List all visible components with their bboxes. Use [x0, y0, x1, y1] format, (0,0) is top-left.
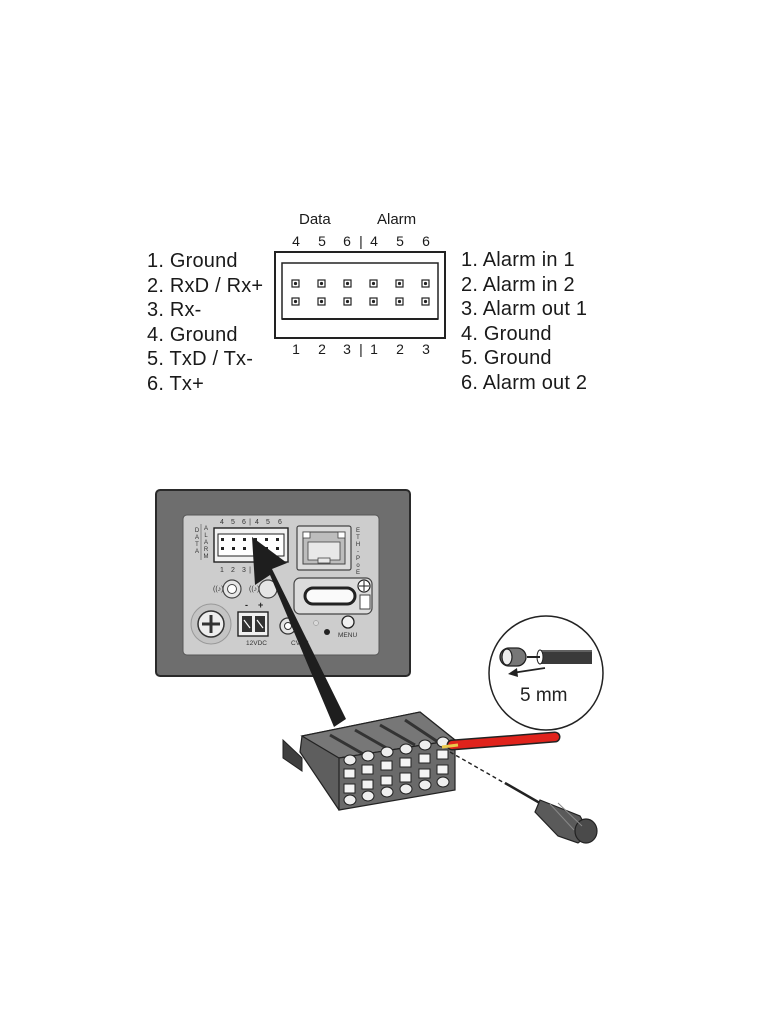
sd-card-slot [293, 577, 373, 615]
bottom-pin-number: 1 [292, 341, 300, 357]
alarm-letter: R [204, 547, 209, 553]
terminal-block-plug [282, 711, 457, 811]
terminal-openings [343, 749, 449, 794]
status-led [313, 620, 319, 626]
connector-outline [274, 251, 446, 339]
panel-top-pin: 6 [278, 519, 282, 526]
audio-ports: ((♪)) ((♪)) [213, 579, 278, 599]
svg-text:H: H [356, 542, 360, 548]
red-wire [441, 731, 561, 751]
bottom-pin-number: 3 [422, 341, 430, 357]
top-pin-numbers: 4 5 6 | 4 5 6 [0, 233, 768, 251]
svg-text:|: | [249, 567, 251, 574]
power-label: 12VDC [246, 640, 267, 647]
panel-top-pin: 5 [231, 519, 235, 526]
alarm-pin-1: 1. Alarm in 1 [461, 249, 575, 271]
strip-length-label: 5 mm [520, 685, 568, 706]
ethernet-port [296, 525, 352, 571]
panel-top-pin: 6 [242, 519, 246, 526]
top-separator: | [359, 233, 363, 249]
bottom-pin-number: 2 [396, 341, 404, 357]
panel-pin-numbers: 4 5 6 | 4 5 6 1 2 3 | [220, 519, 282, 574]
status-led [324, 629, 330, 635]
data-pin-3: 3. Rx- [147, 299, 202, 322]
top-pin-number: 6 [422, 233, 430, 249]
data-pin-5: 5. TxD / Tx- [147, 348, 254, 371]
top-pin-number: 5 [396, 233, 404, 249]
bottom-pin-number: 3 [343, 341, 351, 357]
svg-text:T: T [356, 535, 360, 541]
alarm-letter: L [204, 533, 208, 539]
panel-bottom-pin: 1 [220, 567, 224, 574]
data-pin-4: 4. Ground [147, 323, 238, 346]
data-letter: T [195, 542, 199, 548]
alarm-pin-4: 4. Ground [461, 322, 552, 345]
data-pin-1: 1. Ground [147, 250, 238, 272]
svg-text:-: - [357, 549, 359, 555]
panel-vertical-labels: D A T A A L A R M [195, 524, 209, 560]
panel-top-pin: 5 [266, 519, 270, 526]
menu-button: MENU [338, 615, 357, 639]
power-plus: + [258, 600, 263, 610]
alarm-pin-3: 3. Alarm out 1 [461, 298, 588, 321]
ground-screw-icon [190, 603, 232, 645]
svg-text:P: P [356, 556, 360, 562]
data-pin-list: 1. Ground 2. RxD / Rx+ 3. Rx- 4. Ground … [147, 249, 263, 397]
top-pin-number: 4 [292, 233, 300, 249]
top-pin-number: 5 [318, 233, 326, 249]
top-pin-number: 4 [370, 233, 378, 249]
alarm-letter: A [204, 540, 208, 546]
power-minus: - [245, 600, 248, 610]
bottom-pin-numbers: 1 2 3 | 1 2 3 [0, 341, 768, 359]
alarm-group-label: Alarm [377, 211, 417, 228]
device-panel: D A T A A L A R M 4 5 6 | 4 5 6 1 2 3 | [155, 489, 411, 677]
alarm-letter: A [204, 526, 208, 532]
svg-text:E: E [356, 570, 360, 576]
insert-arrow [252, 537, 346, 727]
svg-text:((♪)): ((♪)) [213, 586, 226, 593]
svg-text:|: | [249, 519, 251, 526]
svg-text:o: o [356, 563, 360, 569]
panel-bottom-pin: 3 [242, 567, 246, 574]
bottom-pin-number: 2 [318, 341, 326, 357]
wire-strip-inset: 5 mm [488, 615, 604, 731]
screwdriver-icon [449, 751, 598, 844]
alarm-pin-5: 5. Ground [461, 347, 552, 370]
bottom-pin-number: 1 [370, 341, 378, 357]
data-pin-6: 6. Tx+ [147, 372, 204, 395]
svg-text:((♪)): ((♪)) [249, 586, 262, 593]
panel-top-pin: 4 [255, 519, 259, 526]
data-letter: A [195, 535, 199, 541]
alarm-letter: M [204, 554, 209, 560]
top-pin-number: 6 [343, 233, 351, 249]
eth-poe-vertical-label: ETH -PoE [356, 528, 361, 576]
panel-top-pin: 4 [220, 519, 224, 526]
alarm-pin-2: 2. Alarm in 2 [461, 273, 575, 296]
data-letter: A [195, 549, 199, 555]
panel-bottom-pin: 2 [231, 567, 235, 574]
terminal-screw-row-lower [343, 776, 450, 806]
power-terminal: - + 12VDC [237, 600, 269, 647]
alarm-pin-6: 6. Alarm out 2 [461, 371, 588, 394]
alarm-pin-list: 1. Alarm in 1 2. Alarm in 2 3. Alarm out… [461, 248, 587, 396]
svg-text:E: E [356, 528, 360, 534]
bottom-separator: | [359, 341, 363, 357]
menu-label: MENU [338, 632, 357, 639]
data-letter: D [195, 528, 200, 534]
data-group-label: Data [299, 211, 331, 228]
data-pin-2: 2. RxD / Rx+ [147, 274, 264, 297]
